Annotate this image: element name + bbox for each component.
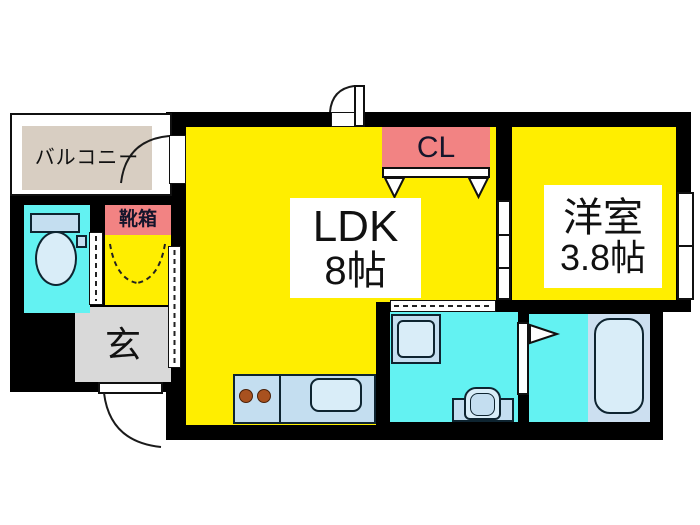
toilet-door bbox=[89, 232, 103, 305]
western-room-label-line1: 洋室 bbox=[563, 195, 643, 240]
ldk-label-line1: LDK bbox=[312, 201, 399, 251]
western-room-label: 洋室 3.8帖 bbox=[544, 185, 662, 288]
kitchen-sink-icon bbox=[310, 378, 362, 412]
balcony-door-opening bbox=[169, 135, 186, 184]
ldk-label-line2: 8帖 bbox=[324, 249, 387, 294]
shoe-box-label-box bbox=[105, 205, 171, 235]
entrance-floor bbox=[75, 307, 171, 382]
toilet-tank-icon bbox=[30, 213, 80, 233]
washroom-sliding-door bbox=[390, 300, 496, 312]
entrance-label: 玄 bbox=[104, 324, 141, 366]
stove-burner-right-icon bbox=[257, 389, 271, 403]
shoe-box-label: 靴箱 bbox=[118, 209, 157, 231]
vanity-sink-inner bbox=[470, 393, 495, 416]
western-room-window bbox=[677, 192, 694, 300]
toilet-bowl-icon bbox=[35, 231, 77, 286]
washing-machine-drum bbox=[397, 320, 435, 358]
toilet-handle-icon bbox=[76, 235, 87, 248]
closet-box bbox=[382, 127, 490, 167]
closet-label: CL bbox=[416, 131, 456, 165]
top-door-leaf bbox=[354, 85, 365, 127]
balcony-label: バルコニー bbox=[34, 146, 140, 169]
bathroom-door-strip bbox=[517, 322, 529, 395]
stove-burner-left-icon bbox=[239, 389, 253, 403]
entrance-door-swing-arc bbox=[103, 392, 162, 448]
entrance-ldk-door bbox=[168, 246, 181, 368]
kitchen-counter-divider bbox=[279, 374, 281, 424]
ldk-western-sliding-door bbox=[497, 200, 511, 300]
bathtub-icon bbox=[594, 318, 644, 414]
shoe-box-front-floor bbox=[105, 235, 171, 305]
ldk-label: LDK 8帖 bbox=[290, 198, 421, 298]
western-room-label-line2: 3.8帖 bbox=[559, 236, 647, 278]
entrance-door-opening bbox=[98, 382, 163, 394]
top-door-swing-arc bbox=[329, 85, 355, 113]
closet-folding-door bbox=[382, 167, 490, 178]
